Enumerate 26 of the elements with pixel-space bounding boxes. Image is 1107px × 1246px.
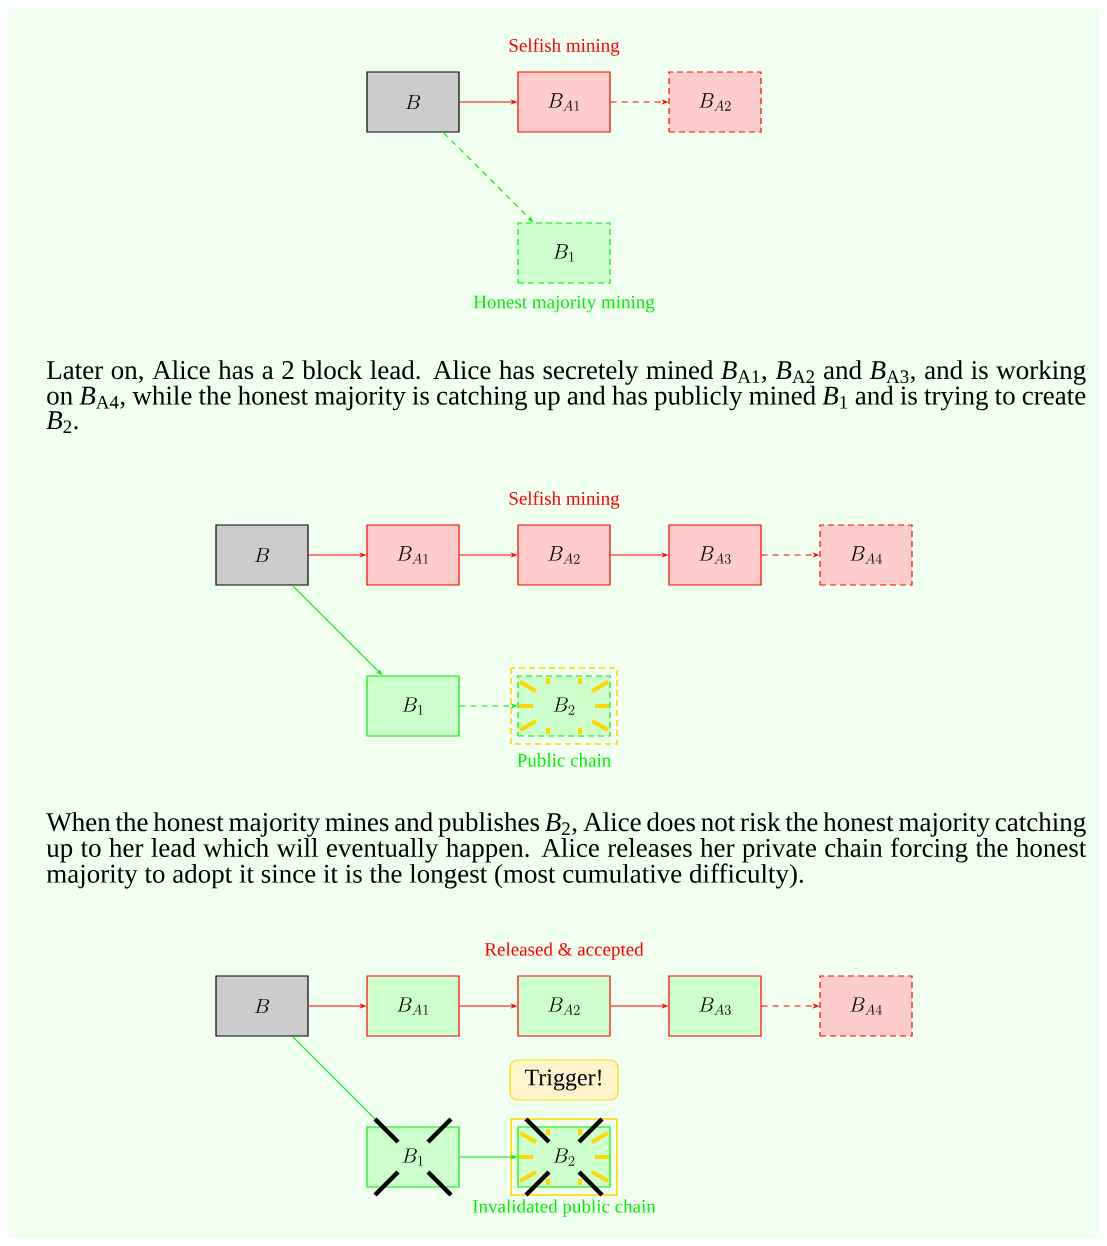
block-box: $B$	[366, 71, 460, 133]
block-box: $B_1$	[517, 222, 611, 284]
block-box: $B_{A2}$	[668, 71, 762, 133]
block-box: $B_1$	[366, 1126, 460, 1188]
block-box: $B_{A4}$	[819, 975, 913, 1037]
paragraph: Later on, Alice has a 2 block lead. Alice has secretely mined B$_{A1}$, B$_{A2}$ and B$_{A3}$, and is working on B$_{A4}$, while the honest majority is catching up and has publicly mined B$_{1}$ and is trying to create B$_{2}$.	[46, 360, 1086, 433]
block-box: $B_{A3}$	[668, 975, 762, 1037]
chain-caption: Public chain	[517, 753, 611, 767]
block-box: $B_2$	[517, 675, 611, 737]
paragraph: When the honest majority mines and publishes B$_{2}$, Alice does not risk the honest majority catching up to her lead which will eventually happen. Alice releases her private chain forcing the honest majority to adopt it since it is the longest (most cumulative difficulty).	[46, 812, 1087, 889]
chain-caption: Selfish mining	[509, 38, 620, 56]
block-box: $B_{A1}$	[366, 524, 460, 586]
block-box: $B$	[215, 975, 309, 1037]
chain-caption: Released & accepted	[484, 942, 644, 960]
block-box: $B_{A4}$	[819, 524, 913, 586]
block-box: $B$	[215, 524, 309, 586]
chain-caption: Selfish mining	[509, 491, 620, 509]
block-box: $B_{A2}$	[517, 524, 611, 586]
block-box: $B_{A2}$	[517, 975, 611, 1037]
chain-caption: Invalidated public chain	[472, 1199, 656, 1217]
chain-caption: Honest majority mining	[473, 295, 655, 313]
block-box: $B_{A3}$	[668, 524, 762, 586]
block-box: $B_{A1}$	[517, 71, 611, 133]
block-box: $B_{A1}$	[366, 975, 460, 1037]
block-box: $B_1$	[366, 675, 460, 737]
callout-box: Trigger!	[509, 1059, 619, 1101]
